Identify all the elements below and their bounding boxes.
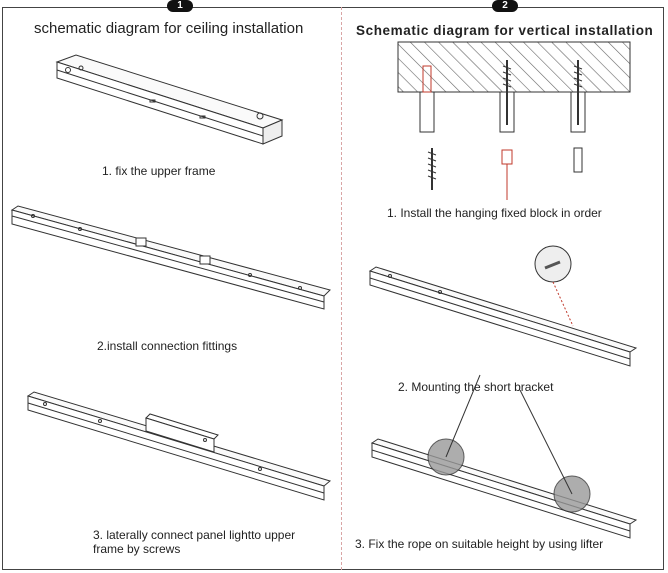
diagram-frame (2, 7, 664, 570)
upper-frame-illustration (55, 54, 284, 145)
step-badge-2: 2 (492, 0, 518, 12)
right-step-2-caption: 2. Mounting the short bracket (398, 380, 554, 394)
right-step-1-caption: 1. Install the hanging fixed block in or… (387, 206, 602, 220)
short-bracket-illustration (368, 245, 638, 367)
left-step-1-caption: 1. fix the upper frame (102, 164, 216, 178)
vertical-installation-title: Schematic diagram for vertical installat… (356, 23, 654, 38)
step-badge-1: 1 (167, 0, 193, 12)
panel-divider (341, 7, 342, 570)
left-step-3-caption: 3. laterally connect panel lightto upper… (93, 528, 296, 556)
right-step-3-caption: 3. Fix the rope on suitable height by us… (355, 537, 604, 551)
ceiling-installation-title: schematic diagram for ceiling installati… (34, 20, 304, 37)
panel-connection-illustration (26, 391, 332, 501)
connection-fittings-illustration (10, 205, 331, 310)
left-step-2-caption: 2.install connection fittings (97, 339, 238, 353)
hanging-block-illustration (397, 41, 631, 200)
rope-lifter-illustration (370, 374, 638, 539)
